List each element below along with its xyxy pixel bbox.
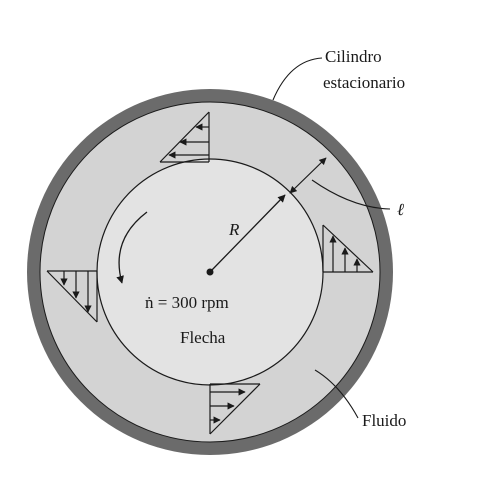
velocity-profile-top: [159, 111, 210, 163]
cylinder-label-line2: estacionario: [323, 73, 405, 92]
fluid-leader-line: [314, 369, 359, 419]
rotation-arrow: [116, 211, 148, 284]
velocity-profile-bottom: [209, 383, 261, 435]
gap-dimension-arrow: [289, 157, 327, 194]
gap-label: ℓ: [397, 200, 404, 219]
speed-label: ṅ = 300 rpm: [145, 293, 229, 312]
gap-leader-line: [311, 179, 391, 210]
shaft-label: Flecha: [180, 328, 226, 347]
radius-line: [209, 194, 286, 273]
fluid-label: Fluido: [362, 411, 406, 430]
velocity-profile-left: [46, 270, 98, 323]
center-point: [206, 268, 214, 276]
radius-label: R: [228, 220, 240, 239]
cylinder-label-line1: Cilindro: [325, 47, 382, 66]
velocity-profile-right: [322, 224, 374, 273]
cylinder-leader-line: [272, 57, 323, 101]
